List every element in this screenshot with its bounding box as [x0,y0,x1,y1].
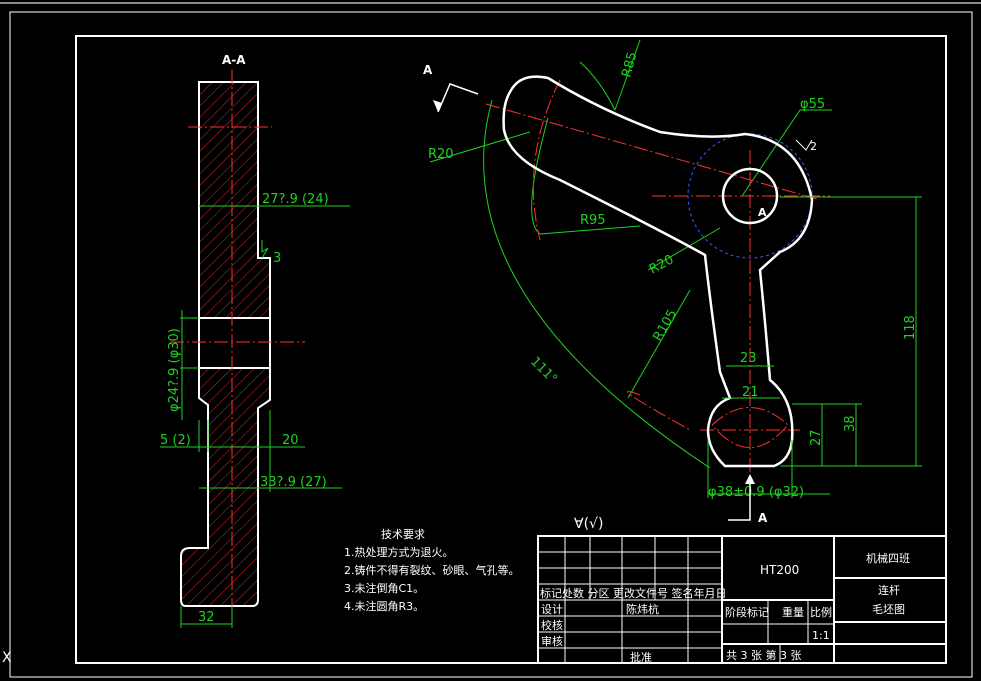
tb-part-name: 连杆 [878,583,900,597]
side-outline [180,81,271,607]
main-view: A [423,39,922,525]
tb-scale-label: 比例 [810,605,832,619]
tb-approve: 批准 [630,650,652,664]
dim-23: 23 [740,351,757,366]
tech-item: 3.未注倒角C1。 [344,581,424,595]
dim-38: 38 [843,415,858,432]
dim-phi55: φ55 [800,97,825,112]
dim-shoulder: 5 (2) [160,433,191,448]
dim-width: 33?.9 (27) [260,475,327,490]
dim-r85: R85 [619,50,640,79]
tb-drawing-type: 毛坯图 [872,603,905,616]
tb-material: HT200 [760,563,799,577]
title-block: 标记处数 分区 更改文件号 签名年月日 设计 陈炜杭 校核 审核 批准 HT20… [537,535,947,664]
tb-header-row: 标记处数 分区 更改文件号 签名年月日 [540,586,727,600]
dim-21: 21 [742,385,759,400]
tb-stage-mark: 阶段标记 [725,605,769,619]
tb-designer: 陈炜杭 [626,602,659,616]
roughness-symbol: ∀(√) [574,516,603,532]
dim-27: 27 [809,429,824,446]
tb-review: 审核 [541,634,563,648]
side-roughness-mark: 3 [273,251,281,266]
main-roughness-mark: 2 [810,140,817,153]
tb-sheets: 共 3 张 第 3 张 [726,648,801,662]
tb-check: 校核 [541,618,563,632]
tb-design: 设计 [541,603,563,616]
tb-scale: 1:1 [812,629,830,642]
tb-weight: 重量 [782,605,804,619]
tb-school: 机械四班 [866,551,910,565]
rod-outline [502,75,814,468]
center-mark: A [758,206,767,219]
dim-r95: R95 [580,213,606,228]
dim-thickness: 27?.9 (24) [262,192,329,207]
dim-32: 32 [198,610,215,625]
tech-item: 4.未注圆角R3。 [344,599,424,613]
arrow-label-bottom: A [758,511,768,525]
dim-r20-top: R20 [428,147,454,162]
side-hatch-bottom [181,368,270,605]
section-view: A-A 27?.9 (24) 3 φ24?.9 (φ30) 5 (2) 20 3… [160,53,350,628]
tech-item: 1.热处理方式为退火。 [344,545,454,559]
section-label: A-A [222,53,246,67]
corner-axis-mark: X [2,650,12,666]
side-hatch-top [199,82,270,318]
dim-angle: 111° [527,354,560,387]
tech-item: 2.铸件不得有裂纹、砂眼、气孔等。 [344,563,520,577]
arrow-label-top: A [423,63,433,77]
dim-r105: R105 [650,307,680,344]
dim-bore: φ24?.9 (φ30) [167,328,182,412]
tech-title: 技术要求 [381,528,425,541]
dim-bottom-phi: φ38±0.9 (φ32) [708,485,804,500]
tech-requirements: 技术要求 1.热处理方式为退火。 2.铸件不得有裂纹、砂眼、气孔等。 3.未注倒… [344,528,520,613]
bore-top [721,167,779,225]
dim-20: 20 [282,433,299,448]
dim-118: 118 [903,315,918,340]
